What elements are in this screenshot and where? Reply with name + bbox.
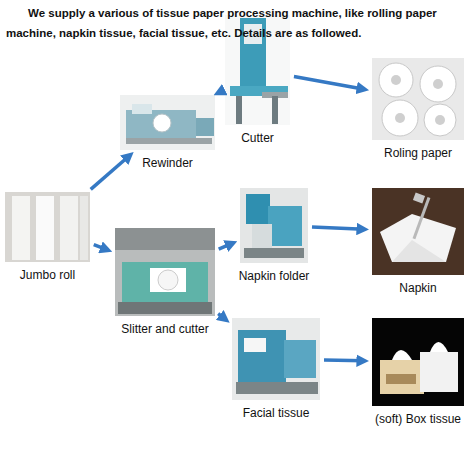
page-title: We supply a various of tissue paper proc… bbox=[6, 3, 468, 43]
machine-node: Cutter bbox=[225, 15, 290, 125]
napkin-folder-photo bbox=[240, 188, 308, 263]
flow-arrow bbox=[324, 358, 364, 362]
jumbo-roll-photo bbox=[5, 192, 90, 262]
node-label: Napkin folder bbox=[239, 269, 310, 283]
node-label: Slitter and cutter bbox=[121, 322, 208, 336]
slitter-photo bbox=[115, 228, 215, 316]
flow-arrow bbox=[312, 227, 364, 229]
machine-node: Jumbo roll bbox=[5, 192, 90, 262]
node-label: (soft) Box tissue bbox=[375, 412, 461, 426]
rolls-photo bbox=[372, 58, 464, 140]
node-label: Cutter bbox=[241, 131, 274, 145]
napkin-photo bbox=[372, 188, 464, 275]
node-label: Jumbo roll bbox=[20, 268, 75, 282]
machine-node: Facial tissue bbox=[232, 318, 320, 400]
node-label: Facial tissue bbox=[243, 406, 310, 420]
machine-node: Rewinder bbox=[120, 95, 215, 150]
flow-arrow bbox=[219, 243, 233, 249]
flow-arrow bbox=[218, 314, 226, 320]
node-label: Napkin bbox=[399, 281, 436, 295]
box-tissue-photo bbox=[372, 318, 464, 406]
flow-arrow bbox=[91, 155, 130, 189]
rewinder-photo bbox=[120, 95, 215, 150]
machine-node: (soft) Box tissue bbox=[372, 318, 464, 406]
machine-node: Slitter and cutter bbox=[115, 228, 215, 316]
flow-arrow bbox=[294, 77, 364, 90]
flow-arrow bbox=[216, 91, 220, 95]
machine-node: Napkin bbox=[372, 188, 464, 275]
facial-tissue-photo bbox=[232, 318, 320, 400]
machine-node: Roling paper bbox=[372, 58, 464, 140]
flow-arrow bbox=[94, 245, 108, 250]
machine-node: Napkin folder bbox=[240, 188, 308, 263]
node-label: Roling paper bbox=[384, 146, 452, 160]
node-label: Rewinder bbox=[142, 156, 193, 170]
